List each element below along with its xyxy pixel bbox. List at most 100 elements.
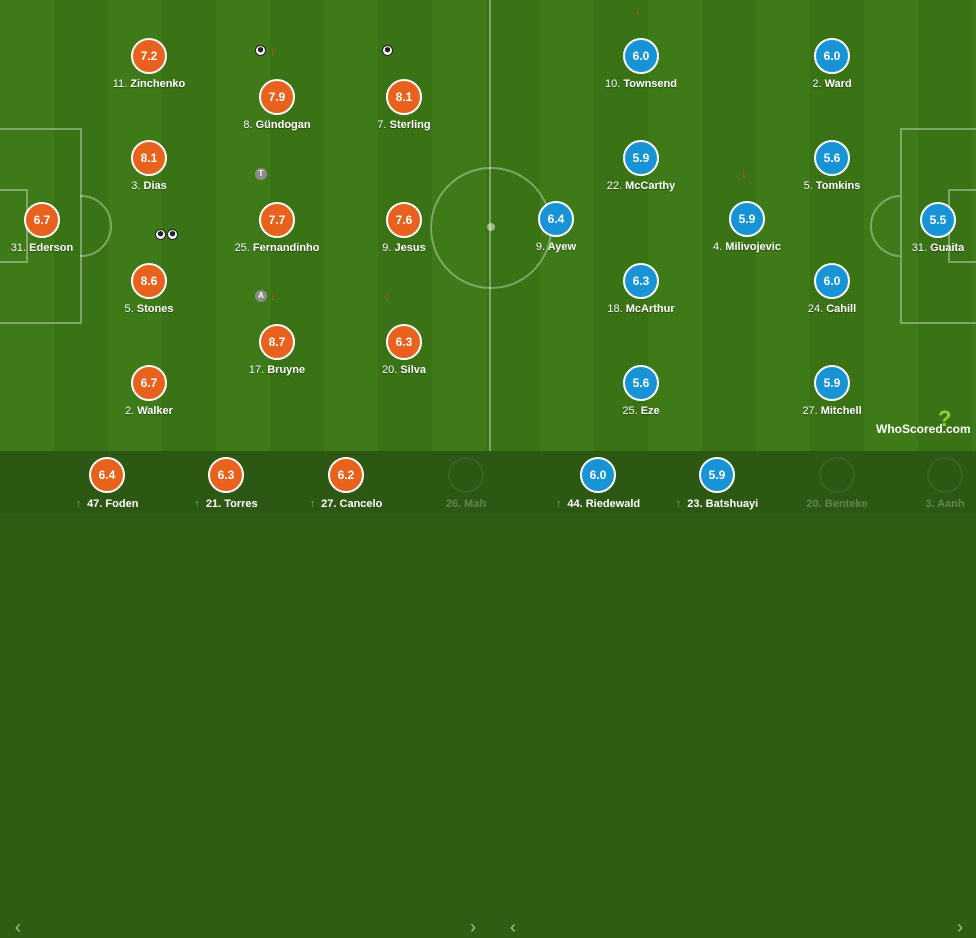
player-name: 2. Ward [812, 78, 852, 90]
player-name: ↑47. Foden [75, 498, 139, 510]
home-bench-next-button[interactable]: › [470, 917, 476, 937]
player-rating: 5.9 [623, 140, 659, 176]
bench-player-benteke[interactable]: 20. Benteke [782, 451, 892, 513]
empty-rating [927, 457, 963, 493]
bench-player-mahrez[interactable]: 26. Mah [411, 451, 521, 513]
substituted-on-icon: ↑ [675, 498, 682, 510]
player-dias[interactable]: 8.1 3. Dias [89, 140, 209, 210]
player-name: 25. Fernandinho [234, 242, 320, 254]
player-rating: 7.7 [259, 202, 295, 238]
player-rating: 8.7 [259, 324, 295, 360]
player-guaita[interactable]: 5.5 31. Guaita [878, 202, 976, 272]
substituted-off-icon: ↓ [635, 3, 641, 17]
substituted-off-icon: ↓ [270, 289, 276, 303]
substituted-on-icon: ↑ [194, 498, 200, 510]
empty-rating [819, 457, 855, 493]
player-zinchenko[interactable]: 7.2 11. Zinchenko [89, 38, 209, 108]
empty-rating [448, 457, 484, 493]
player-rating: 7.6 [386, 202, 422, 238]
bench-player-torres[interactable]: 6.3 ↑21. Torres [171, 451, 281, 513]
player-name: 26. Mah [445, 498, 487, 510]
substituted-on-icon: ↑ [555, 498, 562, 510]
event-icons: ↓ [687, 167, 807, 203]
player-rating: 6.0 [580, 457, 616, 493]
player-jesus[interactable]: 7.6 9. Jesus [344, 202, 464, 272]
player-rating: 7.9 [259, 79, 295, 115]
player-name: 3. Dias [131, 180, 167, 192]
player-rating: 5.9 [699, 457, 735, 493]
player-gundogan[interactable]: ⬢ ↓ 7.9 8. Gündogan [217, 45, 337, 149]
player-mcarthur[interactable]: 6.3 18. McArthur [581, 263, 701, 333]
player-name: 27. Mitchell [802, 405, 862, 417]
player-rating: 6.7 [24, 202, 60, 238]
event-icons: ↓ [344, 290, 464, 326]
player-rating: 8.6 [131, 263, 167, 299]
player-name: 10. Townsend [605, 78, 677, 90]
player-ederson[interactable]: 6.7 31. Ederson [0, 202, 102, 272]
player-ward[interactable]: 6.0 2. Ward [772, 38, 892, 108]
player-sterling[interactable]: ⬢ 8.1 7. Sterling [344, 45, 464, 149]
player-rating: 6.4 [538, 201, 574, 237]
player-milivojevic[interactable]: ↓ 5.9 4. Milivojevic [687, 167, 807, 271]
player-townsend[interactable]: ↓ 6.0 10. Townsend [581, 4, 701, 108]
player-name: ↑21. Torres [194, 498, 258, 510]
player-ayew[interactable]: 6.4 9. Ayew [496, 201, 616, 271]
substitutes-bar: ‹ 6.4 ↑47. Foden 6.3 ↑21. Torres 6.2 ↑27… [0, 451, 976, 937]
player-rating: 7.2 [131, 38, 167, 74]
player-rating: 6.4 [89, 457, 125, 493]
substituted-off-icon: ↓ [384, 289, 390, 303]
player-name: ↑44. Riedewald [555, 498, 641, 510]
event-icons: ⬢ [344, 45, 464, 81]
player-silva[interactable]: ↓ 6.3 20. Silva [344, 290, 464, 394]
player-name: 5. Tomkins [803, 180, 861, 192]
right-penalty-box [900, 128, 976, 324]
bench-player-batshuayi[interactable]: 5.9 ↑23. Batshuayi [662, 451, 772, 513]
player-name: 8. Gündogan [243, 119, 311, 131]
player-name: ↑23. Batshuayi [675, 498, 759, 510]
goal-ball-icon: ⬢ [382, 45, 393, 56]
player-name: 17. Bruyne [248, 364, 306, 376]
player-fernandinho[interactable]: T 7.7 25. Fernandinho [217, 168, 337, 272]
center-spot [487, 223, 495, 231]
player-name: 7. Sterling [377, 119, 431, 131]
player-eze[interactable]: 5.6 25. Eze [581, 365, 701, 435]
substituted-off-icon: ↓ [741, 166, 747, 180]
whoscored-logo: WhoScored.com ? [876, 406, 971, 436]
player-rating: 5.6 [623, 365, 659, 401]
player-name: 31. Guaita [911, 242, 965, 254]
player-rating: 6.3 [623, 263, 659, 299]
player-walker[interactable]: 6.7 2. Walker [89, 365, 209, 435]
bench-player-riedewald[interactable]: 6.0 ↑44. Riedewald [543, 451, 653, 513]
pitch: 6.7 31. Ederson 7.2 11. Zinchenko 8.1 3.… [0, 0, 976, 451]
player-rating: 6.2 [328, 457, 364, 493]
player-stones[interactable]: ⬢ ⬢ 8.6 5. Stones [89, 229, 209, 333]
player-name: 2. Walker [125, 405, 173, 417]
player-name: 20. Silva [381, 364, 427, 376]
event-icons: ⬢ ⬢ [89, 229, 209, 265]
player-mccarthy[interactable]: 5.9 22. McCarthy [581, 140, 701, 210]
away-bench-next-button[interactable]: › [957, 917, 963, 937]
player-mitchell[interactable]: 5.9 27. Mitchell [772, 365, 892, 435]
player-name: 4. Milivojevic [713, 241, 781, 253]
player-rating: 5.9 [729, 201, 765, 237]
player-rating: 8.1 [131, 140, 167, 176]
player-name: 20. Benteke [806, 498, 868, 510]
player-bruyne[interactable]: A ↓ 8.7 17. Bruyne [217, 290, 337, 394]
event-icons: T [217, 168, 337, 204]
bench-player-foden[interactable]: 6.4 ↑47. Foden [52, 451, 162, 513]
tactic-badge-icon: T [255, 168, 267, 180]
substituted-on-icon: ↑ [309, 498, 316, 510]
bench-player-aanholt[interactable]: 3. Aanh [915, 451, 975, 513]
player-cahill[interactable]: 6.0 24. Cahill [772, 263, 892, 333]
player-name: 25. Eze [622, 405, 660, 417]
event-icons: ↓ [581, 4, 701, 40]
player-name: 3. Aanh [925, 498, 965, 510]
player-tomkins[interactable]: 5.6 5. Tomkins [772, 140, 892, 210]
player-name: 11. Zinchenko [112, 78, 186, 90]
player-rating: 6.3 [386, 324, 422, 360]
player-rating: 6.0 [623, 38, 659, 74]
home-bench-prev-button[interactable]: ‹ [15, 917, 21, 937]
player-rating: 6.3 [208, 457, 244, 493]
bench-player-cancelo[interactable]: 6.2 ↑27. Cancelo [291, 451, 401, 513]
away-bench-prev-button[interactable]: ‹ [510, 917, 516, 937]
